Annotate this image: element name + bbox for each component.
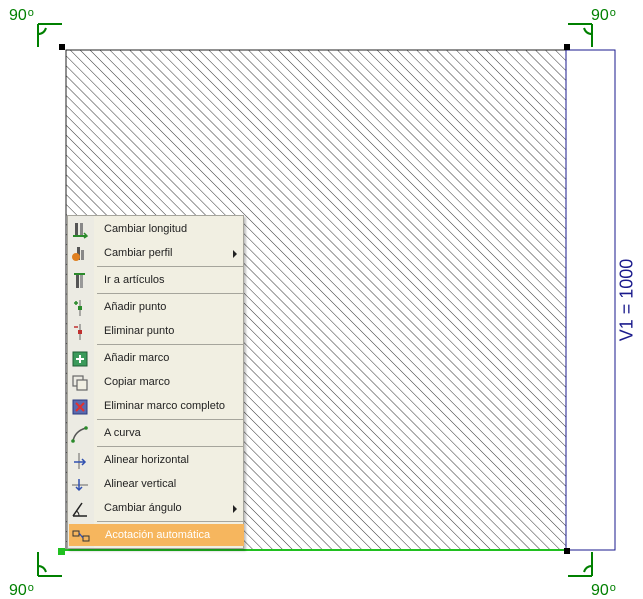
menu-item-label: Ir a artículos (104, 274, 165, 286)
angle-marker-top-right (568, 23, 593, 47)
angle-value: 90 (9, 7, 27, 24)
menu-item-label: Eliminar marco completo (104, 400, 226, 412)
submenu-arrow-icon (233, 250, 237, 258)
add-point-icon (74, 300, 82, 316)
menu-item-label: Alinear horizontal (104, 454, 189, 466)
angle-label-top-left: 90o (9, 5, 34, 24)
corner-handle[interactable] (564, 44, 570, 50)
menu-item-label: Añadir marco (104, 352, 170, 364)
corner-handle[interactable] (58, 548, 65, 555)
menu-item-acotacion-automatica[interactable]: Acotación automática (69, 524, 244, 546)
copy-frame-icon (72, 375, 88, 391)
context-menu: Cambiar longitud Cambiar perfil Ir a art… (67, 215, 244, 549)
change-length-icon (73, 223, 89, 239)
menu-item-anadir-punto[interactable]: Añadir punto (68, 296, 243, 319)
angle-label-bottom-left: 90o (9, 580, 34, 599)
angle-unit: o (609, 7, 616, 19)
menu-item-label: Cambiar ángulo (104, 502, 182, 514)
change-angle-icon (72, 502, 87, 517)
menu-separator (97, 344, 243, 345)
align-vertical-icon (72, 479, 88, 492)
menu-separator (97, 419, 243, 420)
menu-item-eliminar-punto[interactable]: Eliminar punto (68, 320, 243, 343)
menu-separator (97, 446, 243, 447)
angle-label-top-right: 90o (591, 5, 616, 24)
menu-item-cambiar-longitud[interactable]: Cambiar longitud (68, 218, 243, 241)
remove-point-icon (74, 324, 82, 340)
submenu-arrow-icon (233, 505, 237, 513)
angle-marker-bottom-left (37, 552, 62, 577)
menu-item-label: Acotación automática (105, 529, 211, 541)
angle-unit: o (27, 7, 34, 19)
menu-item-label: Cambiar perfil (104, 247, 173, 259)
delete-frame-icon (72, 399, 88, 415)
menu-separator (97, 521, 243, 522)
change-profile-icon (72, 247, 84, 261)
menu-separator (97, 266, 243, 267)
angle-value: 90 (591, 7, 609, 24)
angle-marker-bottom-right (568, 552, 593, 577)
angle-unit: o (27, 582, 34, 594)
align-horizontal-icon (74, 453, 87, 469)
go-to-articles-icon (74, 273, 85, 288)
angle-unit: o (609, 582, 616, 594)
dimension-box[interactable] (565, 49, 616, 551)
menu-item-label: A curva (104, 427, 141, 439)
menu-item-cambiar-angulo[interactable]: Cambiar ángulo (68, 497, 243, 520)
menu-item-label: Copiar marco (104, 376, 171, 388)
add-frame-icon (72, 351, 88, 367)
menu-item-anadir-marco[interactable]: Añadir marco (68, 347, 243, 370)
auto-dimension-icon (72, 530, 90, 542)
menu-item-alinear-horizontal[interactable]: Alinear horizontal (68, 449, 243, 472)
menu-item-label: Cambiar longitud (104, 223, 188, 235)
menu-separator (97, 293, 243, 294)
corner-handle[interactable] (59, 44, 65, 50)
menu-item-eliminar-marco-completo[interactable]: Eliminar marco completo (68, 395, 243, 418)
corner-handle[interactable] (564, 548, 570, 554)
menu-item-copiar-marco[interactable]: Copiar marco (68, 371, 243, 394)
menu-item-cambiar-perfil[interactable]: Cambiar perfil (68, 242, 243, 265)
angle-value: 90 (591, 582, 609, 599)
menu-item-a-curva[interactable]: A curva (68, 422, 243, 445)
menu-item-label: Añadir punto (104, 301, 167, 313)
menu-item-ir-a-articulos[interactable]: Ir a artículos (68, 269, 243, 292)
menu-item-label: Eliminar punto (104, 325, 175, 337)
curve-icon (71, 426, 88, 443)
angle-marker-top-left (37, 23, 62, 47)
angle-label-bottom-right: 90o (591, 580, 616, 599)
menu-item-alinear-vertical[interactable]: Alinear vertical (68, 473, 243, 496)
menu-item-label: Alinear vertical (104, 478, 177, 490)
dimension-label[interactable]: V1 = 1000 (616, 258, 637, 342)
angle-value: 90 (9, 582, 27, 599)
